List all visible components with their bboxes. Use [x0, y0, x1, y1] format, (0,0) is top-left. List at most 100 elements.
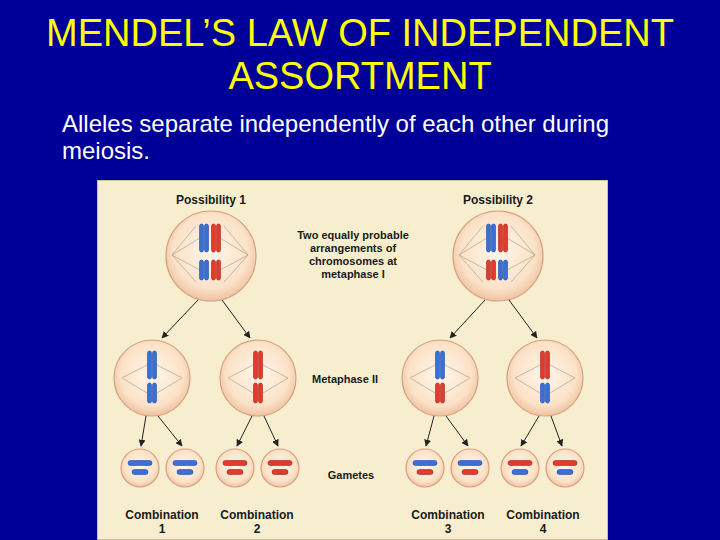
spindle-fiber — [220, 238, 248, 255]
chromosome — [177, 470, 193, 475]
gamete-cell — [406, 449, 444, 487]
chromosome — [512, 470, 528, 475]
chromosome — [557, 470, 573, 475]
gamete-cell — [546, 449, 584, 487]
spindle-fiber — [122, 378, 147, 393]
gamete-cell — [501, 449, 539, 487]
arrow — [237, 416, 252, 446]
chromosome — [417, 470, 433, 475]
chromosome — [436, 383, 445, 403]
spindle-fiber — [122, 365, 147, 378]
chromosome — [148, 351, 157, 379]
gamete-cell — [166, 449, 204, 487]
spindle-fibers — [172, 226, 535, 282]
arrow — [551, 416, 562, 446]
gamete-cell — [451, 449, 489, 487]
spindle-fiber — [515, 378, 540, 393]
chromosome — [508, 461, 532, 466]
spindle-fibers — [122, 365, 575, 393]
chromosome — [132, 470, 148, 475]
spindle-fiber — [459, 238, 487, 255]
arrow — [264, 416, 278, 446]
stage-note: Two equally probable arrangements of chr… — [289, 229, 417, 281]
gamete-cell — [216, 449, 254, 487]
spindle-fiber — [459, 226, 483, 255]
spindle-fiber — [172, 226, 196, 255]
combination-label: Combination 2 — [218, 508, 296, 536]
spindle-fiber — [172, 255, 200, 270]
spindle-fiber — [550, 378, 575, 393]
metaphase-i-cell: Possibility 2 — [448, 193, 548, 303]
arrow — [158, 416, 182, 446]
spindle-fiber — [172, 238, 200, 255]
chromosome — [541, 383, 550, 403]
chromosome — [148, 383, 157, 403]
spindle-fiber — [459, 255, 487, 270]
subtitle: Alleles separate independently of each o… — [62, 110, 652, 164]
chromosome — [499, 224, 508, 252]
arrow — [450, 300, 485, 338]
chromosome — [499, 260, 508, 280]
spindle-fiber — [410, 378, 435, 393]
spindle-fiber — [220, 255, 248, 270]
chromosome — [200, 260, 209, 280]
stage-label: Gametes — [311, 469, 391, 482]
spindle-fiber — [263, 365, 288, 378]
combination-label: Combination 4 — [504, 508, 582, 536]
chromosome — [553, 461, 577, 466]
spindle-fiber — [410, 365, 435, 378]
arrow — [222, 300, 250, 338]
combination-label: Combination 3 — [409, 508, 487, 536]
chromosome — [487, 224, 496, 252]
slide-title: MENDEL’S LAW OF INDEPENDENT ASSORTMENT — [40, 12, 680, 98]
stage-label: Metaphase II — [295, 373, 395, 386]
gamete-cell — [121, 449, 159, 487]
arrow — [162, 300, 198, 338]
spindle-fiber — [550, 365, 575, 378]
spindle-fiber — [515, 365, 540, 378]
cell — [114, 340, 190, 416]
spindle-fiber — [157, 378, 182, 393]
spindle-fiber — [172, 255, 196, 282]
chromosome — [254, 351, 263, 379]
spindle-fiber — [224, 255, 248, 282]
arrow — [141, 416, 146, 446]
spindle-fiber — [511, 226, 535, 255]
possibility-heading: Possibility 1 — [161, 193, 261, 207]
spindle-fiber — [228, 378, 253, 393]
cell-outline — [161, 193, 261, 303]
spindle-fiber — [445, 365, 470, 378]
chromosome — [254, 383, 263, 403]
cell — [166, 211, 256, 301]
cell — [402, 340, 478, 416]
chromosome — [487, 260, 496, 280]
arrow — [426, 416, 434, 446]
spindle-fiber — [507, 255, 535, 270]
chromosome — [541, 351, 550, 379]
spindle-fiber — [157, 365, 182, 378]
chromosome — [200, 224, 209, 252]
arrow — [521, 416, 539, 446]
chromosome — [462, 470, 478, 475]
spindle-fiber — [511, 255, 535, 282]
spindle-fiber — [459, 255, 483, 282]
spindle-fiber — [263, 378, 288, 393]
cell — [220, 340, 296, 416]
cell — [507, 340, 583, 416]
chromosome — [272, 470, 288, 475]
combination-label: Combination 1 — [123, 508, 201, 536]
gamete-cell — [261, 449, 299, 487]
gamete-cells — [121, 449, 584, 487]
chromosome — [223, 461, 247, 466]
metaphase-i-cell: Possibility 1 — [161, 193, 261, 303]
chromosome — [173, 461, 197, 466]
spindle-fiber — [445, 378, 470, 393]
metaphase-ii-cells — [114, 340, 583, 416]
chromosome — [458, 461, 482, 466]
chromosome — [413, 461, 437, 466]
arrow — [509, 300, 537, 338]
chromosome — [128, 461, 152, 466]
cell — [453, 211, 543, 301]
